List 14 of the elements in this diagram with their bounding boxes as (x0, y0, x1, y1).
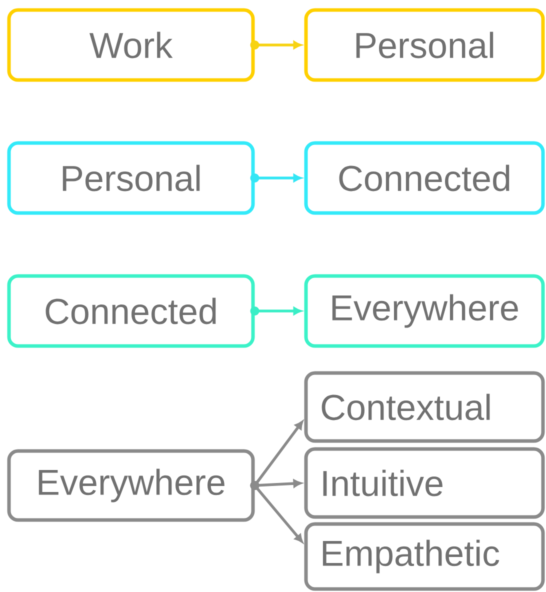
arrow (250, 174, 302, 182)
process-box: Personal (7, 141, 255, 215)
arrow (250, 306, 302, 316)
process-box: Everywhere (304, 274, 545, 348)
arrow (250, 40, 302, 50)
process-box: Everywhere (7, 449, 255, 522)
process-box: Contextual (304, 371, 545, 443)
process-box: Empathetic (304, 522, 545, 591)
arrow (250, 481, 303, 543)
process-box: Connected (304, 141, 545, 215)
process-box: Work (7, 8, 255, 82)
process-box: Connected (7, 274, 255, 348)
process-box: Intuitive (304, 447, 545, 519)
process-box: Personal (304, 8, 545, 82)
